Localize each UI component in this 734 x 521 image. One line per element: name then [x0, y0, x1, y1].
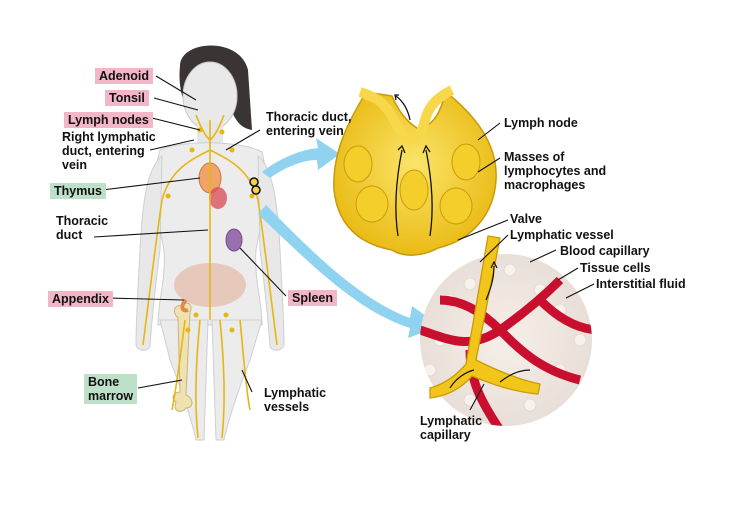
- label-thymus: Thymus: [50, 183, 106, 199]
- label-valve: Valve: [510, 212, 542, 226]
- lymph-node-dots: [165, 127, 255, 333]
- blood-capillary-vessels: [420, 276, 592, 426]
- head: [182, 61, 238, 131]
- label-tonsil: Tonsil: [105, 90, 149, 106]
- lymph-node-cross-section: [333, 85, 497, 256]
- human-body-figure: [135, 45, 285, 441]
- label-bone-marrow-line2: marrow: [88, 389, 134, 403]
- leader-lines: [93, 75, 595, 411]
- label-thoracic-duct-entering-line2: entering vein: [266, 124, 344, 138]
- label-thoracic-duct: Thoracic duct: [56, 214, 108, 242]
- label-masses-line2: lymphocytes and: [504, 164, 607, 178]
- label-lymphatic-vessels-line2: vessels: [264, 400, 310, 414]
- label-lymph-nodes: Lymph nodes: [64, 112, 153, 128]
- label-bone-marrow: Bone marrow: [84, 374, 138, 404]
- label-lymphatic-vessels-line1: Lymphatic: [264, 386, 327, 400]
- label-adenoid: Adenoid: [95, 68, 153, 84]
- label-appendix: Appendix: [48, 291, 113, 307]
- right-arm: [257, 154, 285, 351]
- label-right-lymphatic-duct-line1: Right lymphatic: [62, 130, 156, 144]
- lymphatic-vessel-tube: [429, 235, 541, 399]
- label-right-lymphatic-duct: Right lymphatic duct, entering vein: [62, 130, 156, 172]
- label-spleen: Spleen: [288, 290, 337, 306]
- label-bone-marrow-line1: Bone: [88, 375, 120, 389]
- label-thoracic-duct-line1: Thoracic: [56, 214, 109, 228]
- label-lymph-node: Lymph node: [504, 116, 578, 130]
- label-blood-capillary: Blood capillary: [560, 244, 650, 258]
- label-thoracic-duct-entering-line1: Thoracic duct,: [266, 110, 352, 124]
- label-lymphatic-vessels: Lymphatic vessels: [264, 386, 326, 414]
- appendix-organ: [180, 298, 189, 313]
- label-lymphatic-capillary: Lymphatic capillary: [420, 414, 482, 442]
- label-interstitial-fluid: Interstitial fluid: [596, 277, 686, 291]
- left-arm: [135, 154, 163, 351]
- heart: [209, 187, 227, 209]
- label-right-lymphatic-duct-line2: duct, entering: [62, 144, 145, 158]
- label-masses-line3: macrophages: [504, 178, 586, 192]
- label-tissue-cells: Tissue cells: [580, 261, 651, 275]
- tissue-capillary-detail: [420, 235, 592, 426]
- label-lymphatic-capillary-line1: Lymphatic: [420, 414, 483, 428]
- label-thoracic-duct-entering-vein: Thoracic duct, entering vein: [266, 110, 351, 138]
- lymphatic-vessel-network: [142, 114, 278, 439]
- thoracic-duct-junction: [249, 177, 261, 195]
- label-masses: Masses of lymphocytes and macrophages: [504, 150, 606, 192]
- label-lymphatic-vessel: Lymphatic vessel: [510, 228, 614, 242]
- label-lymphatic-capillary-line2: capillary: [420, 428, 471, 442]
- label-masses-line1: Masses of: [504, 150, 565, 164]
- label-thoracic-duct-line2: duct: [56, 228, 83, 242]
- right-leg: [211, 319, 263, 441]
- label-right-lymphatic-duct-line3: vein: [62, 158, 88, 172]
- spleen-organ: [225, 228, 243, 252]
